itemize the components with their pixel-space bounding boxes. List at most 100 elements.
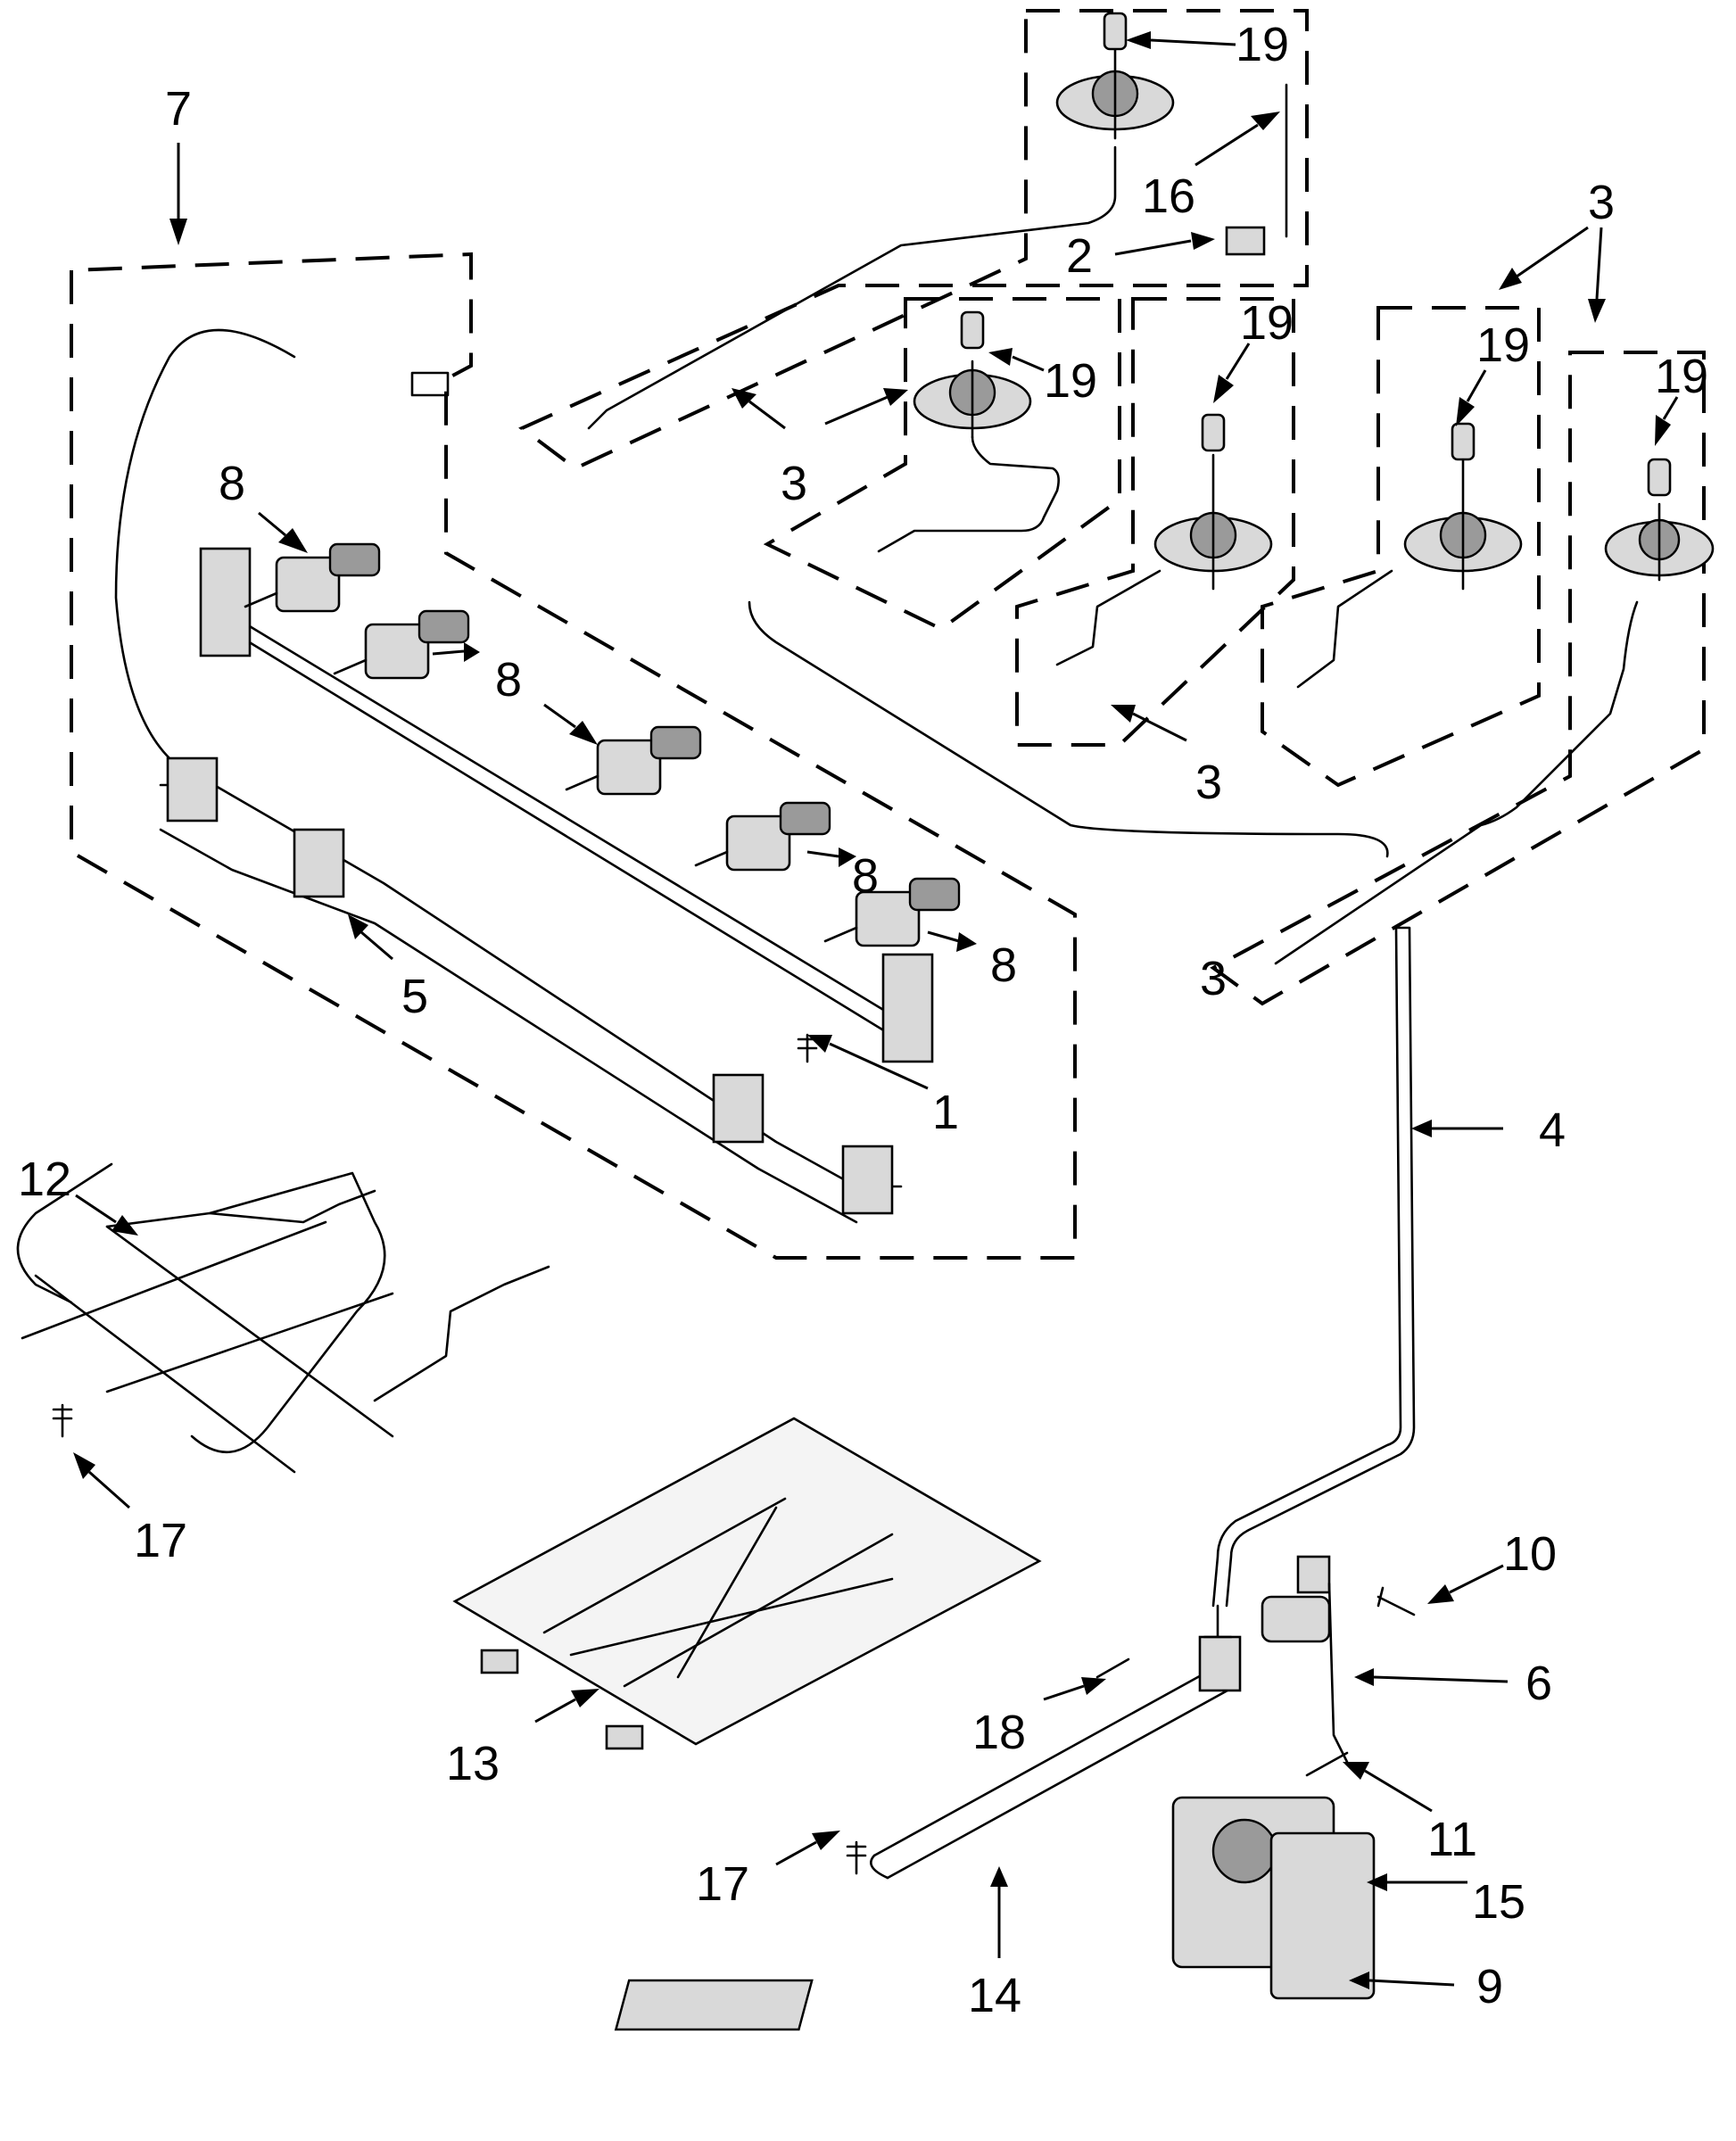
arrowhead-3-far-right bbox=[1588, 299, 1606, 323]
callout-numbers: 7 19 16 2 3 19 19 3 19 3 19 8 8 8 8 5 1 … bbox=[18, 18, 1708, 2022]
arrowhead-8-e bbox=[956, 932, 977, 952]
callout-2: 2 bbox=[1066, 229, 1093, 283]
group-outline-top-burner-rear bbox=[518, 9, 1309, 471]
arrowhead-12 bbox=[112, 1215, 138, 1236]
leader-8-c bbox=[543, 703, 576, 729]
leader-8-e bbox=[927, 930, 960, 943]
leader-8-d bbox=[806, 850, 839, 858]
burner-valve-2 bbox=[333, 609, 470, 680]
manifold-bracket-lower bbox=[159, 828, 858, 1224]
burner-supply-tube-center bbox=[1055, 569, 1161, 666]
group-outline-burner-left bbox=[763, 297, 1121, 632]
callout-17-left: 17 bbox=[134, 1514, 187, 1567]
orifice-fitting bbox=[1203, 1604, 1233, 1639]
leader-13 bbox=[534, 1698, 576, 1724]
arrowhead-8-d bbox=[839, 847, 856, 867]
arrowhead-3-right bbox=[1499, 268, 1522, 290]
arrowhead-10 bbox=[1427, 1584, 1454, 1604]
callout-10: 10 bbox=[1503, 1527, 1557, 1581]
bake-element-screw bbox=[52, 1403, 73, 1438]
leader-16 bbox=[1195, 123, 1259, 167]
manifold-assembly bbox=[159, 371, 934, 1224]
burner-valve-4 bbox=[694, 801, 831, 872]
baffle-x-2 bbox=[676, 1506, 778, 1679]
leader-8-b bbox=[432, 649, 465, 656]
callout-19-far-right: 19 bbox=[1655, 350, 1708, 403]
manifold-pipe bbox=[230, 614, 912, 1028]
baffle-tab-2 bbox=[605, 1724, 644, 1750]
arrowhead-8-c bbox=[569, 721, 598, 745]
arrowhead-13 bbox=[571, 1689, 599, 1707]
burner-supply-tube-rear bbox=[587, 145, 1117, 430]
bolt-11 bbox=[1305, 1751, 1349, 1777]
bake-element bbox=[16, 1162, 550, 1474]
burner-base-left bbox=[913, 310, 1032, 439]
oven-burner-tube-body-lower bbox=[886, 1684, 1237, 1880]
callout-4: 4 bbox=[1539, 1104, 1566, 1157]
gas-tubes bbox=[114, 145, 1639, 1608]
arrowhead-4 bbox=[1411, 1120, 1432, 1137]
burner-supply-tube-right bbox=[1296, 569, 1393, 689]
callout-13: 13 bbox=[446, 1737, 500, 1790]
arrowhead-8-a bbox=[278, 528, 308, 553]
leader-17-left bbox=[88, 1470, 130, 1509]
leader-10 bbox=[1449, 1564, 1504, 1594]
burner-baffle bbox=[452, 1417, 1042, 1750]
bolt-10 bbox=[1376, 1586, 1416, 1616]
callout-3-b: 3 bbox=[1200, 952, 1227, 1005]
baffle-x-1 bbox=[569, 1577, 894, 1657]
arrowhead-17-left bbox=[73, 1452, 95, 1479]
leader-19-right bbox=[1466, 369, 1487, 402]
arrowhead-2 bbox=[1191, 232, 1215, 250]
manifold-clip-left-end bbox=[199, 547, 252, 657]
arrowhead-3-b bbox=[883, 388, 908, 406]
leader-3-far-right bbox=[1595, 227, 1603, 300]
gas-valve-knob bbox=[1211, 1818, 1277, 1884]
gas-valve-mount-plate bbox=[614, 1979, 814, 2031]
arrowhead-16 bbox=[1251, 112, 1280, 130]
callout-1: 1 bbox=[932, 1086, 959, 1139]
arrowhead-19-left bbox=[988, 348, 1013, 366]
leader-17-bottom bbox=[775, 1840, 817, 1866]
leader-3-right bbox=[1516, 226, 1589, 278]
burner-valve-5 bbox=[823, 877, 961, 947]
leader-6 bbox=[1373, 1675, 1509, 1683]
leader-3-a bbox=[748, 400, 786, 430]
callout-19-left: 19 bbox=[1044, 354, 1097, 408]
callout-14: 14 bbox=[968, 1969, 1021, 2022]
callout-12: 12 bbox=[18, 1153, 71, 1206]
callout-8-d: 8 bbox=[990, 938, 1017, 992]
arrowhead-3-center bbox=[1111, 705, 1136, 723]
bake-element-bar-3 bbox=[21, 1220, 327, 1340]
leader-1 bbox=[829, 1042, 929, 1090]
burner-base-center bbox=[1153, 413, 1273, 591]
bake-element-bar-2 bbox=[105, 1225, 394, 1438]
group-outline-burner-center bbox=[1015, 297, 1295, 747]
callout-5: 5 bbox=[401, 970, 428, 1023]
burner-supply-tube-left bbox=[877, 435, 1060, 553]
leader-19-left bbox=[1012, 355, 1045, 372]
main-gas-tube-outer bbox=[1211, 926, 1402, 1608]
leader-lines bbox=[73, 31, 1679, 1989]
igniter-wire bbox=[1327, 1582, 1349, 1764]
gas-valve-module bbox=[1269, 1831, 1376, 2000]
leader-9 bbox=[1368, 1979, 1455, 1987]
igniter-bracket bbox=[1296, 1555, 1331, 1594]
oven-burner-end-cap bbox=[870, 1854, 889, 1880]
bake-element-bar-1 bbox=[34, 1274, 296, 1474]
callout-3-center: 3 bbox=[1195, 756, 1222, 809]
arrowhead-17-bottom bbox=[812, 1831, 840, 1850]
leader-3-center bbox=[1132, 712, 1187, 742]
group-outline-burner-right bbox=[1261, 306, 1541, 788]
leader-5 bbox=[360, 930, 393, 961]
callout-11: 11 bbox=[1427, 1813, 1477, 1866]
callout-19-right: 19 bbox=[1476, 318, 1530, 372]
callout-16: 16 bbox=[1142, 169, 1195, 223]
callout-8-b: 8 bbox=[495, 653, 522, 707]
leader-12 bbox=[75, 1194, 117, 1224]
arrowhead-11 bbox=[1343, 1762, 1369, 1780]
leader-18 bbox=[1043, 1684, 1085, 1701]
burner-base-far-right bbox=[1604, 458, 1715, 582]
bake-element-bar-4 bbox=[105, 1292, 394, 1393]
bolt-18 bbox=[1095, 1657, 1130, 1679]
